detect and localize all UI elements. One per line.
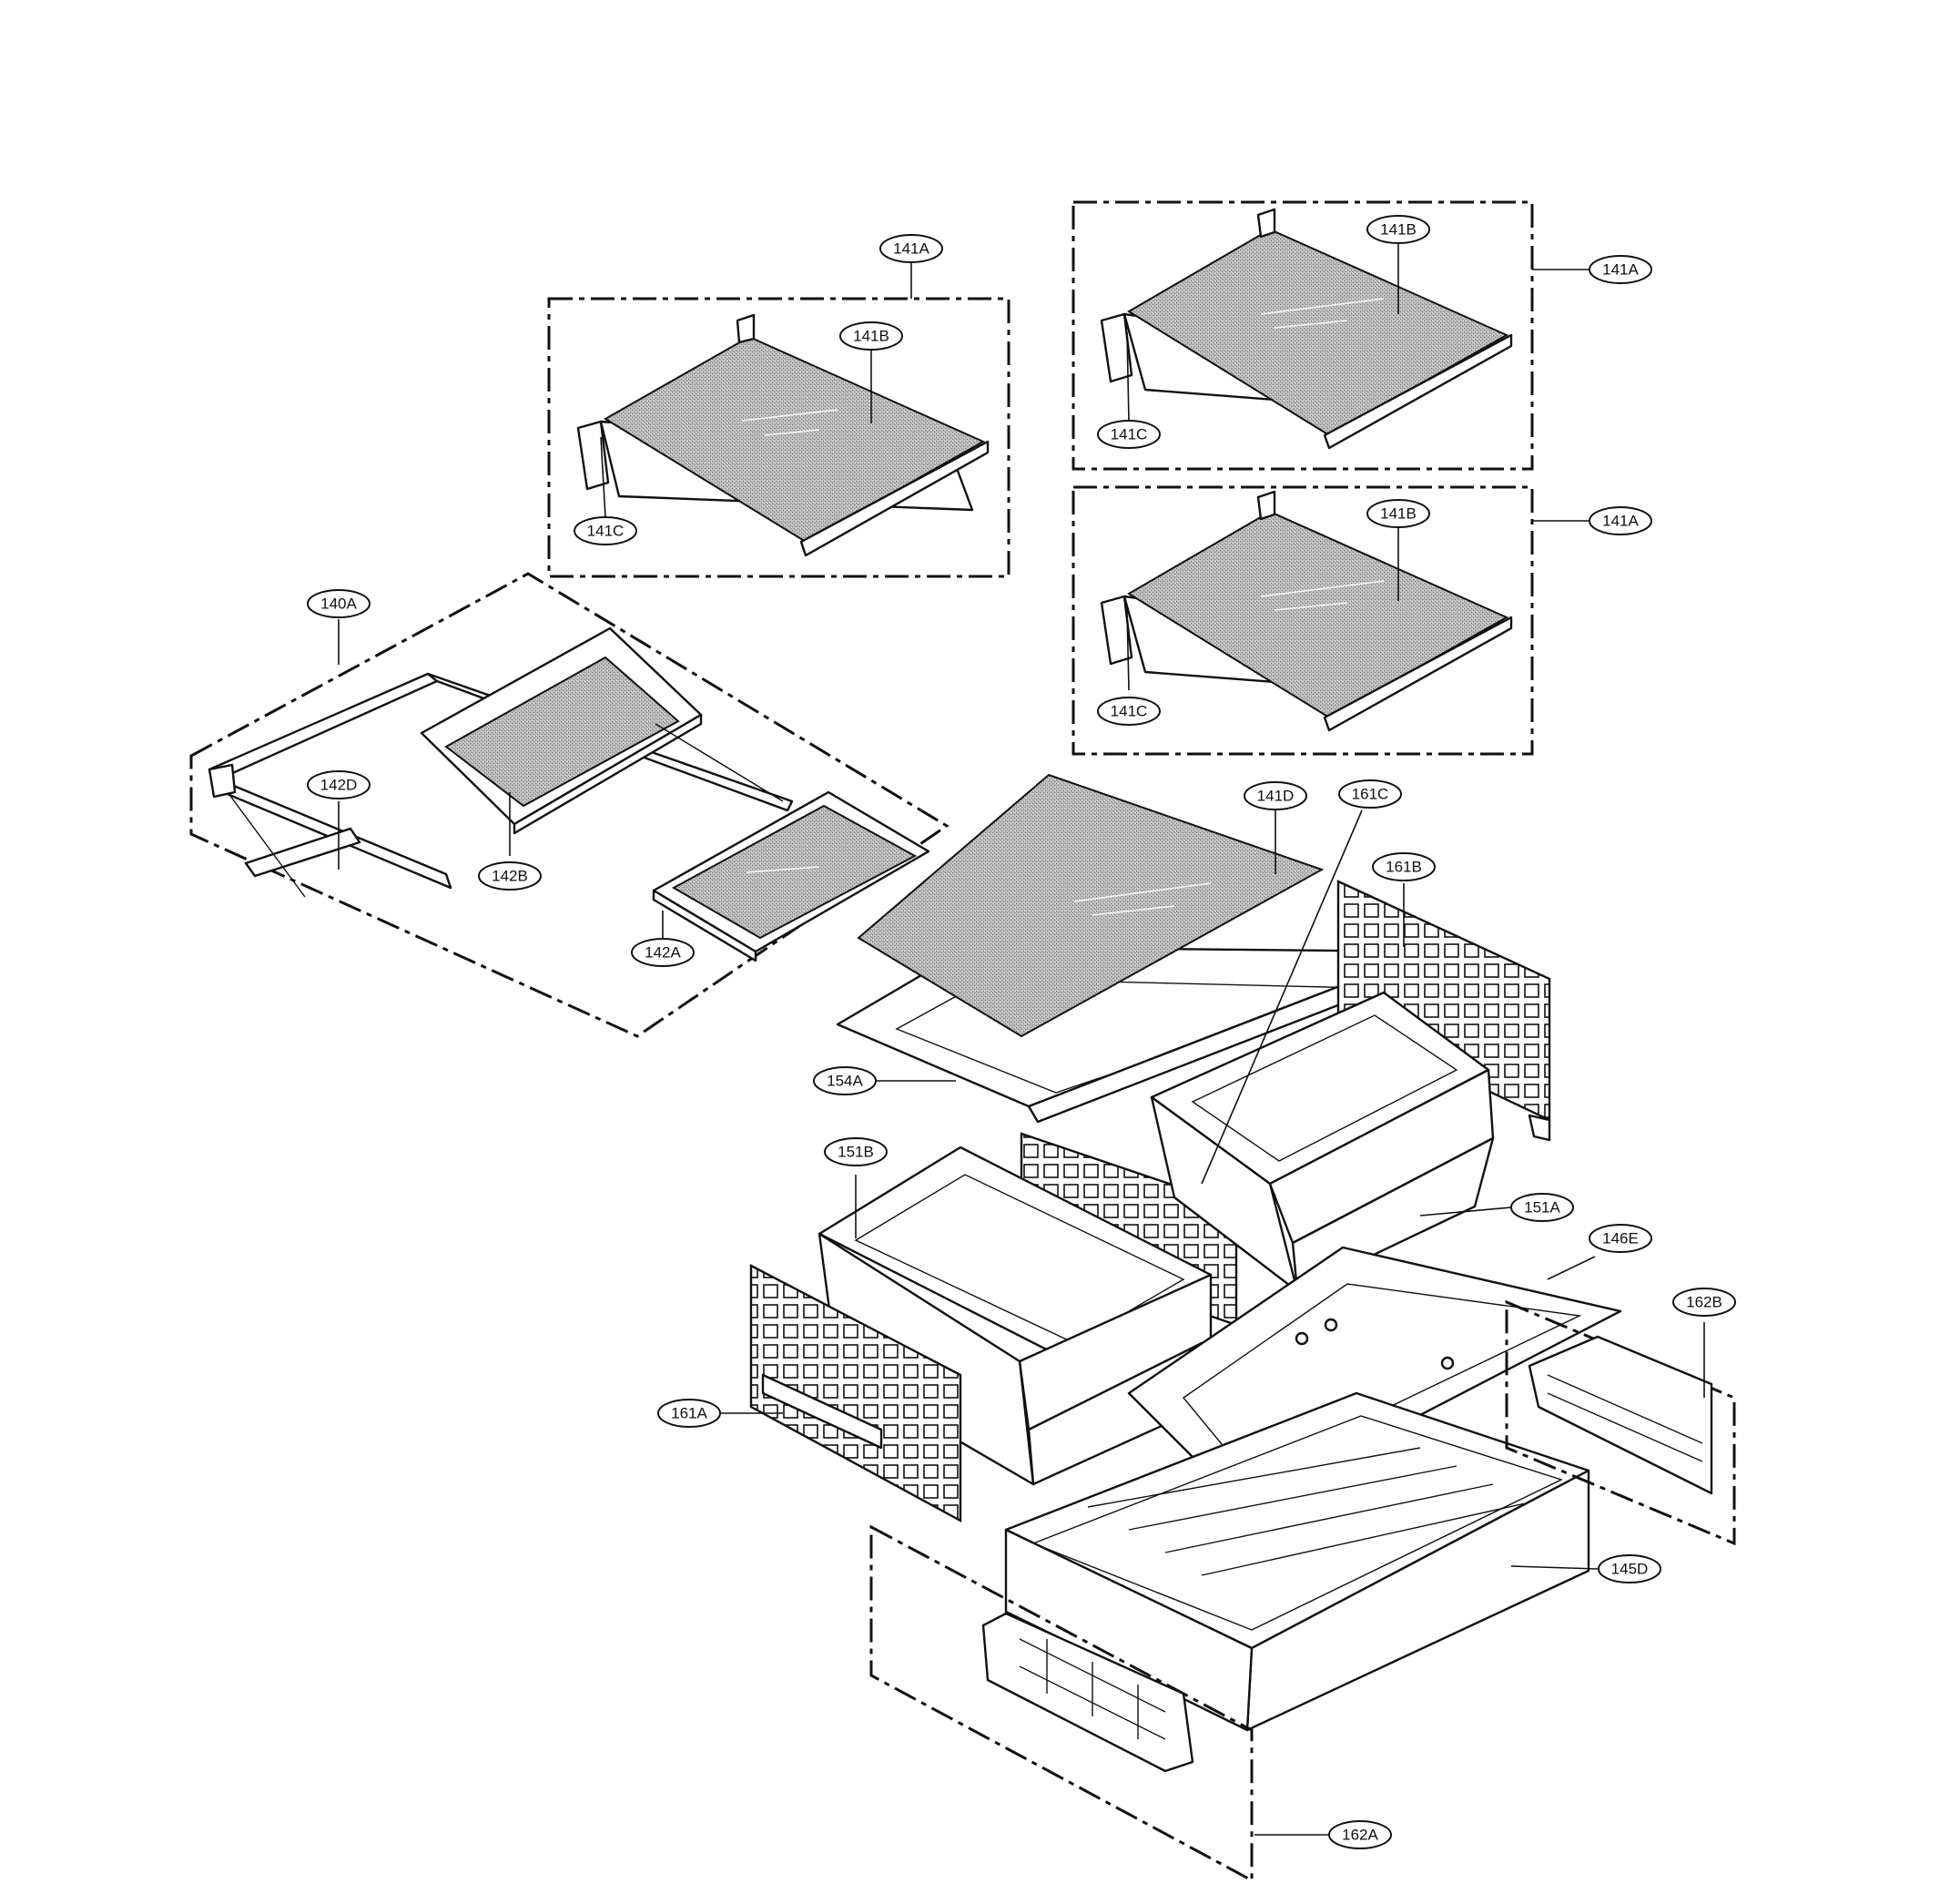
crisper-grille-161B (1336, 880, 1551, 1142)
svg-text:146E: 146E (1602, 1230, 1639, 1247)
leader-lines (338, 243, 1705, 1836)
crisper-cover-assembly (836, 773, 1431, 1124)
svg-text:142D: 142D (320, 777, 358, 794)
shelf-assembly-right-2 (1071, 485, 1534, 756)
callout-146E: 146E (1589, 1224, 1652, 1253)
callout-162A: 162A (1328, 1820, 1392, 1849)
callout-161A: 161A (657, 1399, 721, 1428)
shelf-assembly-top-center (547, 297, 1011, 578)
slide-rail-assembly-162B (1505, 1299, 1736, 1546)
svg-text:162A: 162A (1342, 1827, 1378, 1844)
folding-shelf-assembly (189, 572, 950, 1038)
callout-141A-top: 141A (879, 234, 943, 263)
svg-text:151A: 151A (1524, 1199, 1560, 1217)
crisper-drawer-151A (1150, 991, 1495, 1293)
callout-161C: 161C (1338, 779, 1402, 809)
callout-154A: 154A (813, 1066, 877, 1095)
svg-text:141C: 141C (1111, 703, 1148, 720)
callout-161B: 161B (1372, 852, 1436, 881)
callout-141C-right-2: 141C (1097, 697, 1161, 726)
callout-141B-right-1: 141B (1366, 215, 1430, 244)
svg-text:142A: 142A (645, 944, 681, 962)
callout-151A: 151A (1510, 1193, 1574, 1222)
callout-142D: 142D (307, 770, 371, 799)
svg-text:141C: 141C (1111, 426, 1148, 443)
callout-141C-top: 141C (574, 516, 637, 545)
svg-text:141A: 141A (893, 240, 929, 258)
slide-rail-assembly-162A (869, 1524, 1254, 1883)
callout-142B: 142B (478, 861, 542, 891)
svg-text:141C: 141C (587, 523, 625, 540)
callout-141A-right-1: 141A (1589, 255, 1652, 284)
svg-text:154A: 154A (827, 1073, 863, 1090)
callout-141C-right-1: 141C (1097, 420, 1161, 449)
callout-141B-right-2: 141B (1366, 499, 1430, 528)
svg-text:161C: 161C (1352, 786, 1389, 803)
svg-text:161A: 161A (671, 1405, 707, 1422)
callout-141D: 141D (1244, 781, 1307, 810)
crisper-grille-161A (749, 1264, 962, 1523)
svg-text:141B: 141B (1380, 505, 1417, 523)
callout-141B-top: 141B (839, 321, 903, 351)
svg-text:142B: 142B (492, 868, 528, 885)
svg-text:140A: 140A (320, 596, 357, 613)
crisper-pan-145D (1004, 1391, 1590, 1732)
svg-text:141A: 141A (1602, 261, 1639, 279)
svg-text:151B: 151B (838, 1144, 874, 1161)
callout-151B: 151B (824, 1137, 888, 1166)
callout-140A: 140A (307, 589, 371, 618)
shelf-assembly-right-1 (1071, 200, 1534, 471)
callout-145D: 145D (1598, 1554, 1661, 1583)
svg-text:141A: 141A (1602, 513, 1639, 530)
svg-text:161B: 161B (1386, 859, 1422, 876)
svg-text:141B: 141B (853, 328, 889, 345)
callout-162B: 162B (1672, 1288, 1736, 1317)
svg-text:141B: 141B (1380, 221, 1417, 239)
callout-141A-right-2: 141A (1589, 506, 1652, 535)
svg-text:145D: 145D (1611, 1561, 1649, 1578)
svg-text:141D: 141D (1257, 788, 1295, 805)
callout-142A: 142A (631, 938, 695, 967)
svg-text:162B: 162B (1686, 1294, 1722, 1311)
